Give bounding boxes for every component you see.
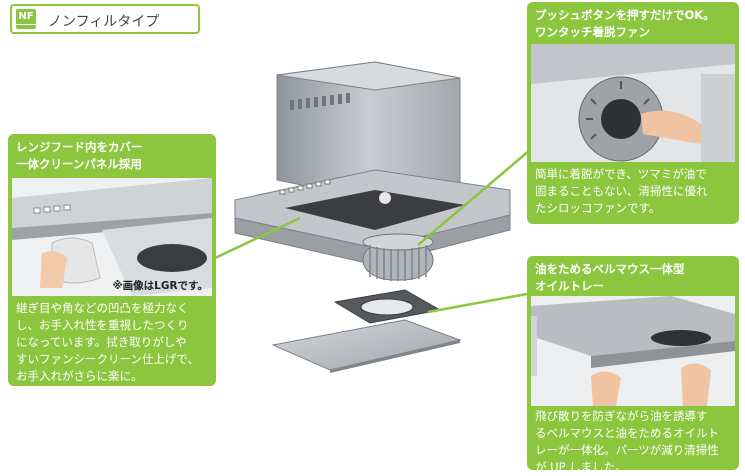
type-label: ノンフィルタイプ [48,14,160,30]
panel-left-title: レンジフード内をカバー 一体クリーンパネル採用 [16,140,143,171]
fan-removal-photo [531,44,735,162]
nf-icon-text: NF [18,11,34,22]
duct-cover [276,61,461,201]
leader-line-left [214,216,301,260]
panel-top-right-title: プッシュボタンを押すだけでOK。 ワンタッチ着脱ファン [535,8,715,39]
photo-note: ※画像はLGRです。 [112,280,208,292]
panel-top-right-photo [531,44,735,162]
panel-bottom-right-photo [531,296,735,406]
leader-line-bottom-right [427,292,528,314]
oil-tray [333,289,442,324]
clean-panel [271,319,462,373]
range-hood-exploded-illustration [234,61,511,373]
hood-body [234,169,511,266]
panel-top-right-description: 簡単に着脱ができ、ツマミが油で 固まることもない、清掃性に優れ たシロッコファン… [535,167,708,215]
panel-oil-tray: 油をためるベルマウス一体型 オイルトレー 飛び散りを防ぎながら油を誘導す るベル… [527,256,739,474]
panel-one-touch-fan: プッシュボタンを押すだけでOK。 ワンタッチ着脱ファン 簡単に着脱ができ、ツマミ… [527,2,739,224]
oil-tray-photo [531,296,735,406]
sirocco-fan [362,233,434,281]
hood-wipe-photo [12,178,212,296]
panel-bottom-right-title: 油をためるベルマウス一体型 オイルトレー [535,262,685,293]
leader-line-top-right [417,149,531,246]
panel-left-photo: ※画像はLGRです。 [12,178,212,296]
panel-left-description: 継ぎ目や角などの凹凸を極力なく し、お手入れ性を重視したつくり になっています。… [16,301,199,383]
nf-icon: NF [16,9,36,29]
panel-bottom-right-description: 飛び散りを防ぎながら油を誘導す るベルマウスと油をためるオイルト レーが一体化。… [535,409,719,474]
panel-clean-panel: レンジフード内をカバー 一体クリーンパネル採用 ※画像はLGRです。 継ぎ目や角… [8,134,216,386]
type-badge: NF ノンフィルタイプ [10,4,200,34]
